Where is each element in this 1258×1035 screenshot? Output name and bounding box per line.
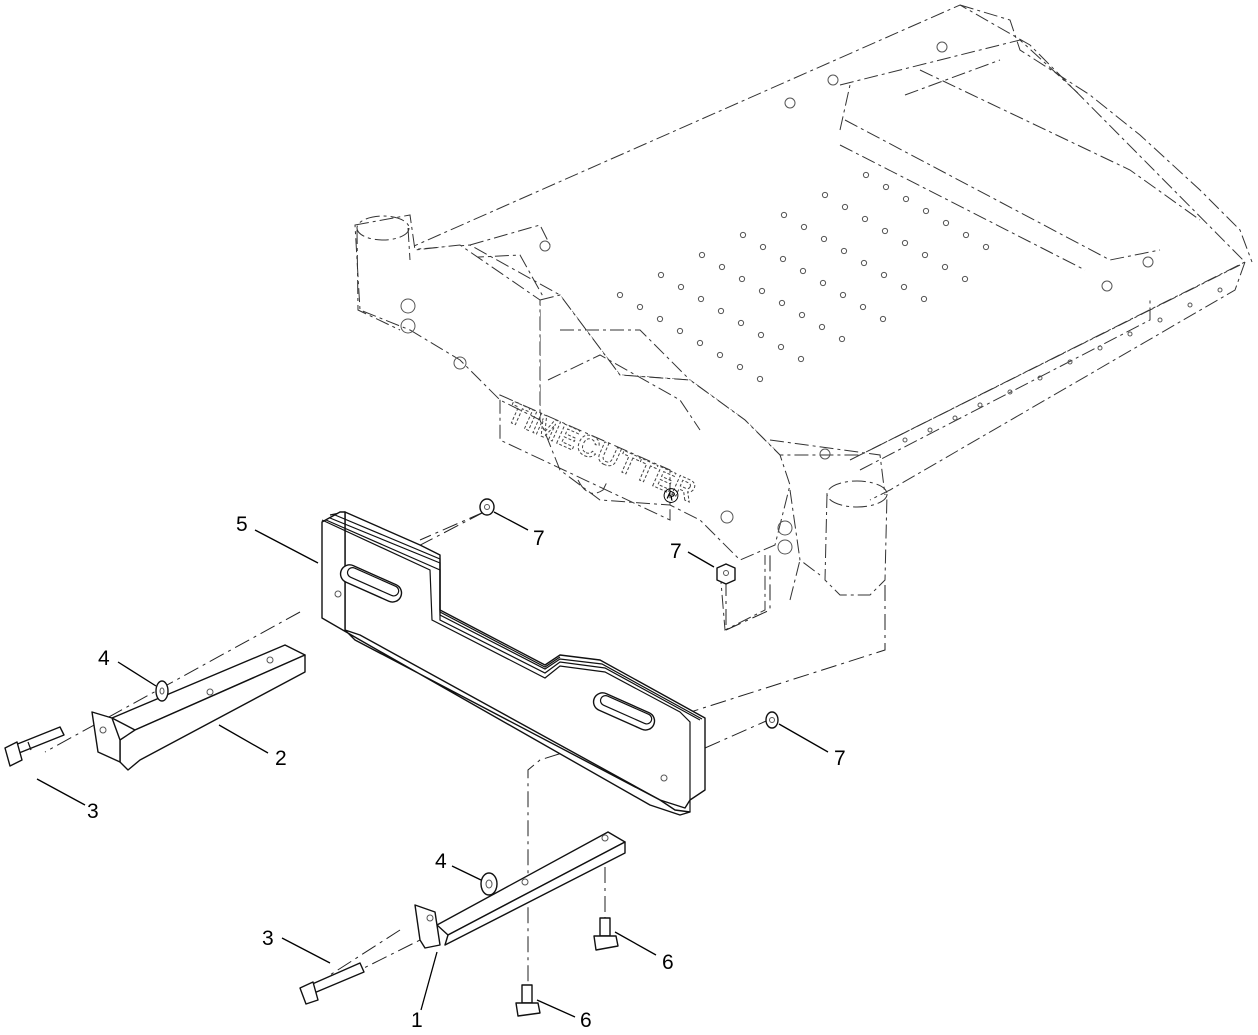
part-4-washer-upper xyxy=(155,680,169,702)
perforation-holes xyxy=(616,171,1223,443)
callout-7-nut-a: 7 xyxy=(533,527,545,550)
part-7-nut-c xyxy=(765,711,779,729)
part-6-bolt-right xyxy=(593,917,619,951)
callout-3-lower: 3 xyxy=(262,927,274,950)
part-4-washer-lower xyxy=(480,872,498,896)
callout-6-right: 6 xyxy=(662,951,674,974)
callout-7-nut-c: 7 xyxy=(834,747,846,770)
part-6-bolt-center xyxy=(515,984,541,1017)
part-2-upper-bracket xyxy=(91,644,306,771)
callout-4-lower: 4 xyxy=(435,850,447,873)
callout-1: 1 xyxy=(411,1009,423,1032)
part-3-bolt-lower xyxy=(299,962,365,1005)
callout-2: 2 xyxy=(275,747,287,770)
callout-7-nut-b: 7 xyxy=(670,540,682,563)
part-5-weight-stack xyxy=(321,511,706,816)
callout-3-upper: 3 xyxy=(87,800,99,823)
callout-leaders xyxy=(36,511,829,1018)
part-7-nut-b xyxy=(716,563,736,585)
callout-5: 5 xyxy=(236,513,248,536)
part-1-lower-bracket xyxy=(414,831,626,949)
callout-labels: 5 7 7 7 4 2 3 4 3 1 6 6 xyxy=(87,513,846,1032)
frame-bolts xyxy=(400,41,1154,555)
callout-4-upper: 4 xyxy=(98,647,110,670)
part-7-nut-a xyxy=(479,498,495,516)
callout-6-center: 6 xyxy=(580,1009,592,1032)
part-3-bolt-upper xyxy=(4,726,65,767)
mower-frame-ghost: TIMECUTTER ® xyxy=(354,4,1253,631)
assembly-centerlines xyxy=(44,511,886,986)
